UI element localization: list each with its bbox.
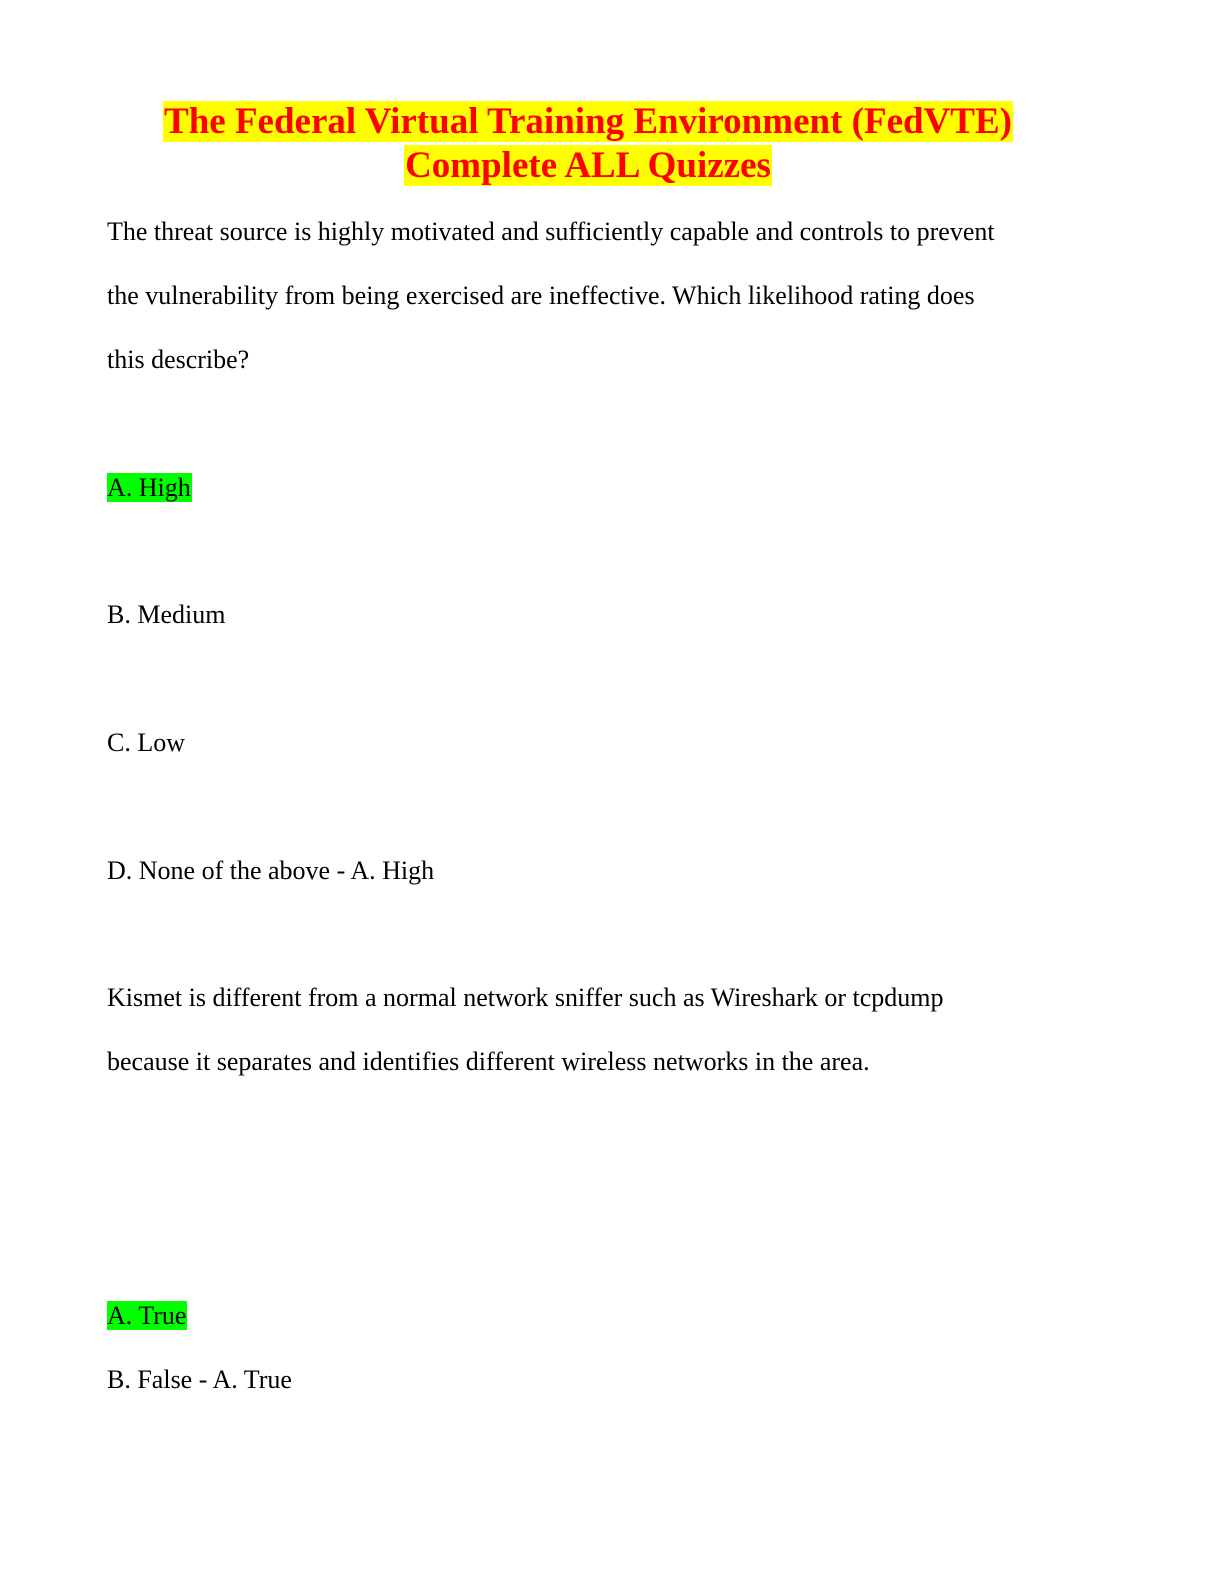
question-1-option-d: D. None of the above - A. High	[107, 856, 435, 885]
question-2-line-2: because it separates and identifies diff…	[107, 1047, 870, 1076]
question-1-option-a: A. High	[107, 472, 192, 504]
question-1-line-2: the vulnerability from being exercised a…	[107, 281, 975, 310]
question-1-line-1: The threat source is highly motivated an…	[107, 217, 995, 246]
correct-answer-highlight: A. True	[107, 1301, 188, 1330]
question-1-option-c: C. Low	[107, 728, 185, 757]
question-2-line-1: Kismet is different from a normal networ…	[107, 983, 944, 1012]
title-line-1: The Federal Virtual Training Environment…	[163, 101, 1013, 142]
question-1-line-3: this describe?	[107, 345, 250, 374]
question-2-option-a: A. True	[107, 1300, 188, 1332]
question-1-option-b: B. Medium	[107, 600, 226, 629]
title-line-2: Complete ALL Quizzes	[404, 145, 772, 186]
correct-answer-highlight: A. High	[107, 473, 192, 502]
document-title: The Federal Virtual Training Environment…	[0, 100, 1176, 188]
question-2-option-b: B. False - A. True	[107, 1365, 292, 1394]
